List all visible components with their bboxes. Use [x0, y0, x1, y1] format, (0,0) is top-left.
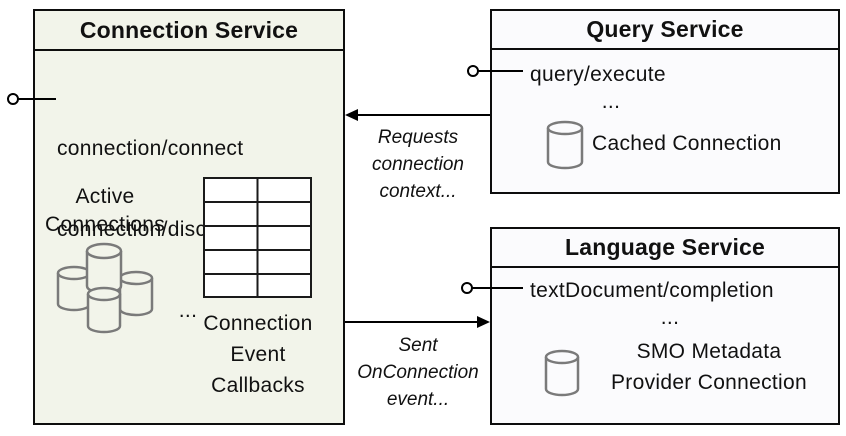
callbacks-table-icon: [203, 177, 312, 298]
cached-connection-database-icon: [546, 120, 584, 170]
language-service-box: Language Service textDocument/completion…: [490, 227, 840, 425]
method-textdocument-completion: textDocument/completion: [530, 279, 774, 302]
requests-connection-arrow: [345, 109, 490, 121]
language-methods-ellipsis: ...: [660, 306, 680, 329]
methods-ellipsis: ...: [178, 299, 198, 322]
cached-connection-label: Cached Connection: [592, 132, 782, 155]
active-connections-label: Active Connections: [44, 185, 166, 236]
query-methods-ellipsis: ...: [601, 90, 621, 113]
requests-connection-context-label: Requests connection context...: [372, 127, 464, 202]
smo-metadata-database-icon: [544, 349, 580, 397]
active-connections-databases-icon: [56, 242, 154, 334]
connection-service-box: Connection Service connection/connect co…: [33, 9, 345, 425]
connection-event-callbacks-label: Connection Event Callbacks: [203, 312, 313, 397]
sent-onconnection-event-label: Sent OnConnection event...: [357, 335, 479, 410]
method-query-execute: query/execute: [530, 63, 666, 86]
query-service-title: Query Service: [492, 11, 838, 50]
connection-service-title: Connection Service: [35, 11, 343, 51]
onconnection-event-arrow: [345, 316, 490, 328]
method-connection-connect: connection/connect: [57, 137, 244, 160]
query-service-box: Query Service query/execute ... Cached C…: [490, 9, 840, 194]
smo-metadata-provider-label: SMO Metadata Provider Connection: [611, 340, 807, 394]
language-service-title: Language Service: [492, 229, 838, 268]
